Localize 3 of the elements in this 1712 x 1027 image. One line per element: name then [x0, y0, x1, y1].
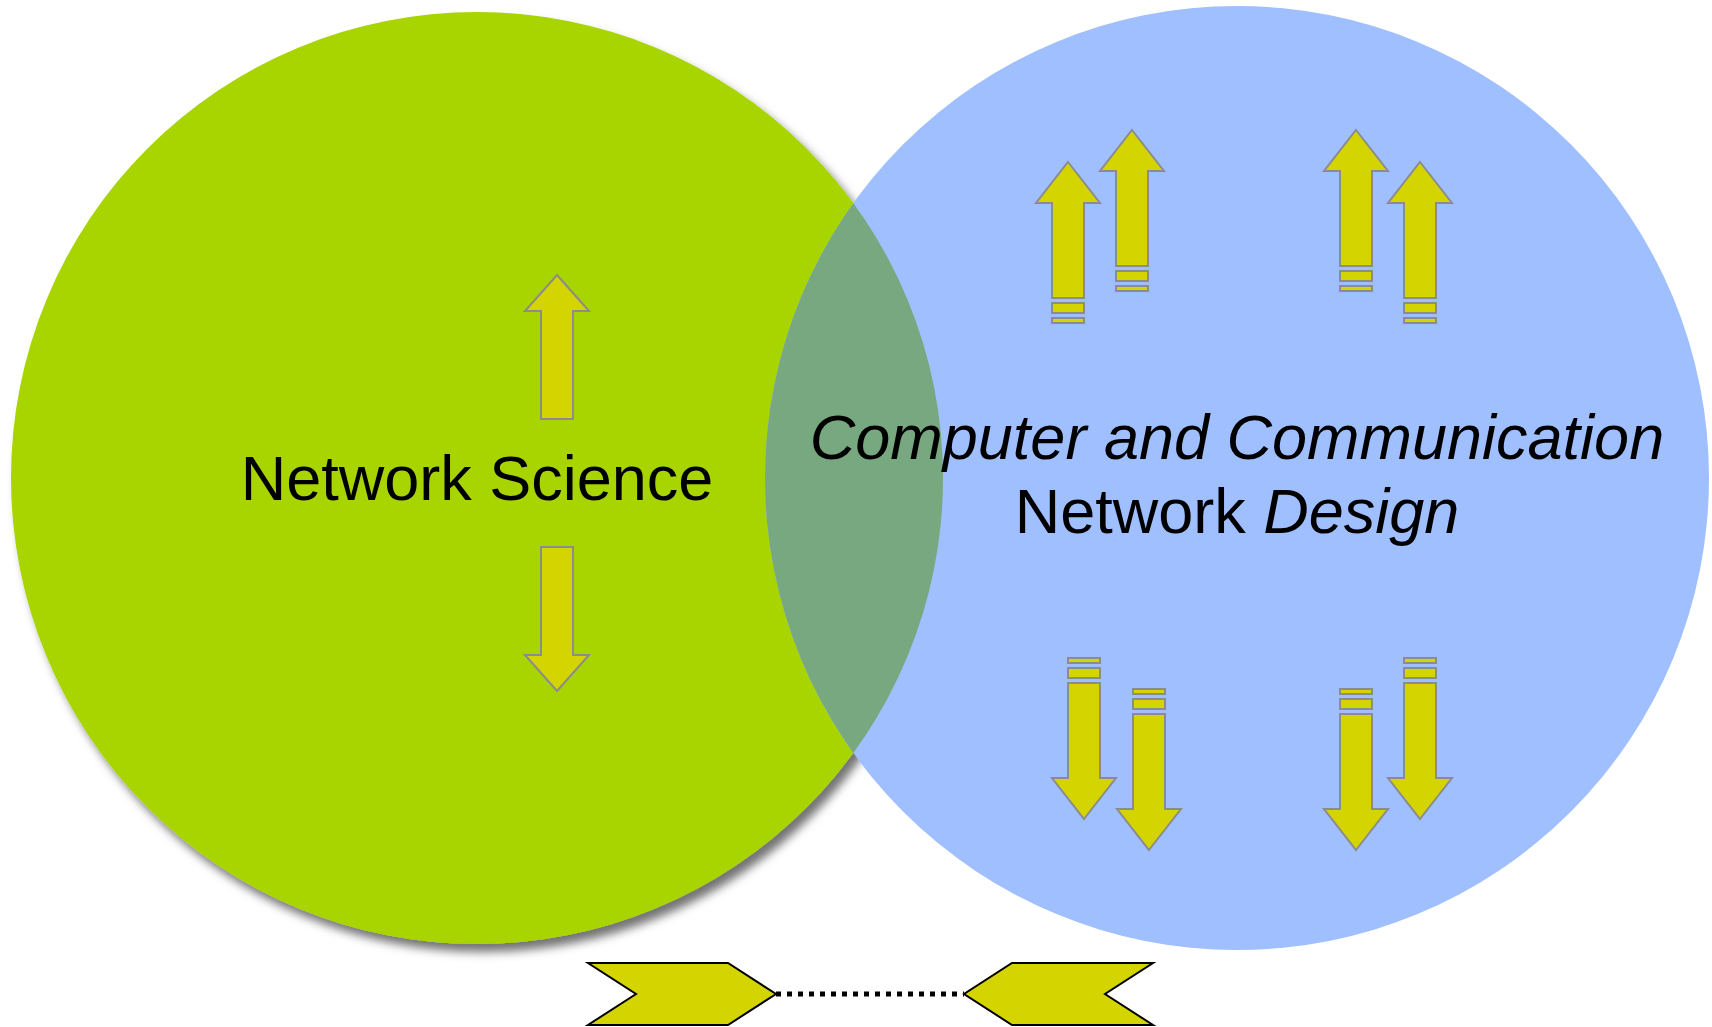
circle-label: Computer and Communication Network Design [808, 401, 1666, 548]
dotted-connector [776, 991, 964, 997]
circle-label: Network Science [239, 442, 715, 515]
